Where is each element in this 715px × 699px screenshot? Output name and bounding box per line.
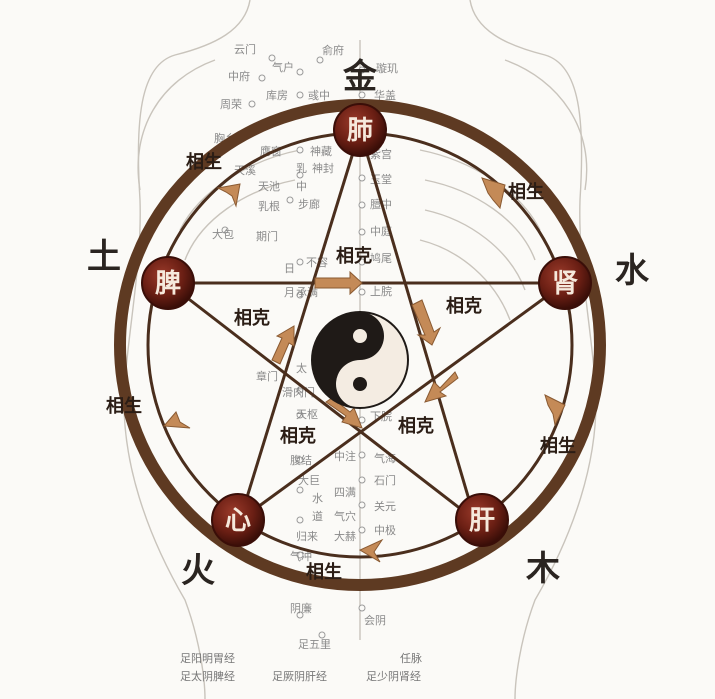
ke-label: 相克 [336,245,372,267]
meridian-label-spleen: 足太阴脾经 [180,669,235,683]
acupoint-label: 俞府 [322,43,344,57]
arrow-icon [314,270,363,296]
arrow-icon [358,538,384,563]
acupoint-label: 石门 [374,473,396,487]
acupoint-label: 天枢 [296,407,318,421]
arrow-icon [216,183,241,208]
acupoint-label: 阴廉 [290,601,312,615]
acupoint-label: 腹结 [290,453,312,467]
acupoint-label: 大包 [212,227,234,241]
acupoint-label: 关元 [374,499,396,513]
acupoint-label: 气穴 [334,509,356,523]
arrow-icon [424,371,459,403]
element-label-metal: 金 [342,57,378,97]
acupoint-label: 中庭 [370,224,392,238]
meridian-label-renmai: 任脉 [400,651,422,665]
acupoint-label: 日 [284,262,295,275]
acupoint-label: 神藏 [310,144,332,158]
ke-label: 相克 [446,295,482,317]
acupoint-label: 中 [296,180,307,193]
arrow-icon [162,411,191,429]
organ-node-lung: 肺 [333,103,387,157]
acupoint-label: 大赫 [334,529,356,543]
acupoint-label: 会阴 [364,614,386,627]
arrow-icon [411,299,442,346]
meridian-label-kidney: 足少阴肾经 [366,670,421,683]
ke-label: 相克 [398,415,434,437]
organ-label-lung: 肺 [347,116,373,146]
yin-yang-icon [311,311,409,409]
ke-label: 相克 [234,307,270,329]
organ-label-kidney: 肾 [552,269,578,299]
ke-label: 相克 [280,425,316,447]
acupoint-label: 中注 [334,449,356,463]
acupoint-label: 步廊 [298,197,320,211]
acupoint-label: 不容 [306,255,328,269]
acupoint-label: 鸠尾 [370,251,392,265]
element-label-wood: 木 [525,549,560,589]
element-label-water: 水 [615,251,650,291]
sheng-label: 相生 [508,181,544,203]
sheng-arrows [162,177,566,563]
meridian-labels: 足阳明胃经 足太阴脾经 足厥阴肝经 足少阴肾经 任脉 [180,651,422,683]
arrow-icon [544,394,566,427]
acupoint-label: 华盖 [374,88,396,102]
meridian-label-stomach: 足阳明胃经 [180,652,235,665]
acupoint-label: 期门 [256,229,278,243]
arrow-icon [271,325,295,365]
acupoint-label: 气冲 [290,549,312,563]
organ-node-heart: 心 [211,493,265,547]
acupoint-label: 四满 [334,486,356,499]
acupoint-label: 章门 [256,369,278,383]
element-label-earth: 土 [87,237,121,277]
organ-node-kidney: 肾 [538,256,592,310]
acupoint-label: 水 [312,492,323,505]
sheng-label: 相生 [540,435,576,457]
acupoint-label: 神封 [312,161,334,175]
acupoint-label: 中极 [374,523,396,537]
acupoint-label: 足五里 [298,638,331,651]
acupoint-label: 月 [284,286,295,299]
acupoint-label: 道 [312,509,323,523]
organ-node-spleen: 脾 [141,256,195,310]
acupoint-label: 上脘 [370,284,392,298]
organ-label-spleen: 脾 [154,269,181,299]
acupoint-label: 云门 [234,42,256,56]
acupoint-label: 中府 [228,69,250,83]
meridian-label-liver: 足厥阴肝经 [272,670,327,683]
organ-label-liver: 肝 [469,506,495,536]
acupoint-label: 周荣 [220,98,242,111]
acupoint-label: 天溪 [234,164,256,177]
organ-label-heart: 心 [225,506,251,536]
pentagram [167,129,566,522]
acupoint-label: 库房 [266,89,288,102]
acupoint-label: 大巨 [298,473,320,487]
organ-node-liver: 肝 [455,493,509,547]
acupoint-label: 气户 [272,60,294,74]
acupoint-label: 太 [296,362,307,375]
acupoint-label: 璇玑 [376,62,398,75]
acupoint-label: 天池 [258,180,280,193]
sheng-label: 相生 [106,395,142,417]
element-label-fire: 火 [181,551,215,591]
acupoint-label: 彧中 [308,89,330,102]
acupoint-label: 乳根 [258,199,280,213]
sheng-label: 相生 [306,561,342,583]
acupoint-label: 乳 [296,162,307,175]
acupoint-label: 归来 [296,529,318,543]
arrow-icon [481,177,506,210]
sheng-label: 相生 [186,151,222,173]
